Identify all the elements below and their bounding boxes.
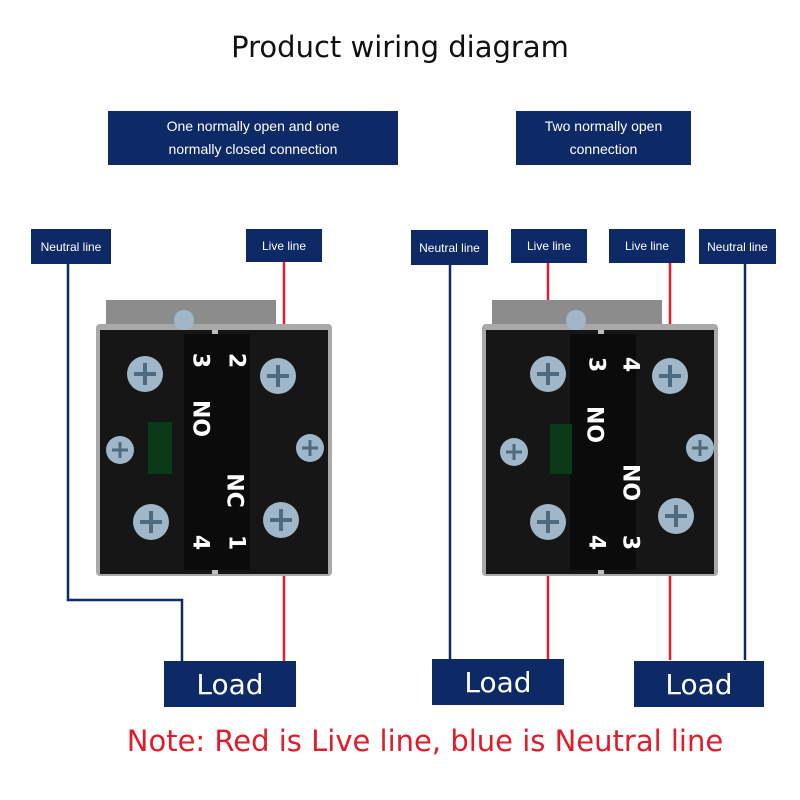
page-title: Product wiring diagram — [231, 30, 569, 64]
right-live-left-label: Live line — [511, 229, 587, 263]
left-heading-line2: normally closed connection — [168, 141, 338, 157]
right-terminal-br: 3 — [617, 534, 643, 551]
right-load-box-left: Load — [432, 659, 564, 705]
right-contact-block: 3 4 NO NO 4 3 — [478, 294, 724, 586]
left-terminal-tr: 2 — [223, 352, 249, 369]
right-load-box-right: Load — [634, 661, 764, 707]
right-terminal-tr: 4 — [617, 356, 643, 373]
right-contact-block-image — [482, 300, 718, 576]
left-terminal-tl: 3 — [187, 352, 213, 369]
left-heading-box: One normally open and one normally close… — [108, 111, 398, 165]
left-neutral-wire — [66, 264, 184, 664]
right-terminal-tl: 3 — [583, 356, 609, 373]
right-heading-line2: connection — [569, 141, 638, 157]
left-terminal-bl: 4 — [187, 534, 213, 551]
left-contact-block: 3 2 NO NC 4 1 — [92, 294, 338, 586]
left-load-box: Load — [164, 661, 296, 707]
right-heading-box: Two normally open connection — [516, 111, 691, 165]
left-contact-upper: NO — [187, 399, 213, 438]
right-contact-upper: NO — [581, 405, 607, 444]
right-neutral-right-label: Neutral line — [699, 229, 776, 264]
right-heading-line1: Two normally open — [544, 118, 663, 134]
left-contact-lower: NC — [221, 473, 247, 508]
left-heading-line1: One normally open and one — [166, 118, 340, 134]
color-legend-note: Note: Red is Live line, blue is Neutral … — [126, 724, 724, 758]
left-neutral-label: Neutral line — [31, 229, 111, 264]
left-live-label: Live line — [246, 229, 322, 262]
left-contact-block-image — [96, 300, 332, 576]
left-terminal-br: 1 — [223, 534, 249, 551]
right-contact-lower: NO — [617, 463, 643, 502]
right-terminal-bl: 4 — [583, 534, 609, 551]
right-neutral-left-label: Neutral line — [411, 230, 488, 265]
right-live-right-label: Live line — [609, 229, 685, 263]
